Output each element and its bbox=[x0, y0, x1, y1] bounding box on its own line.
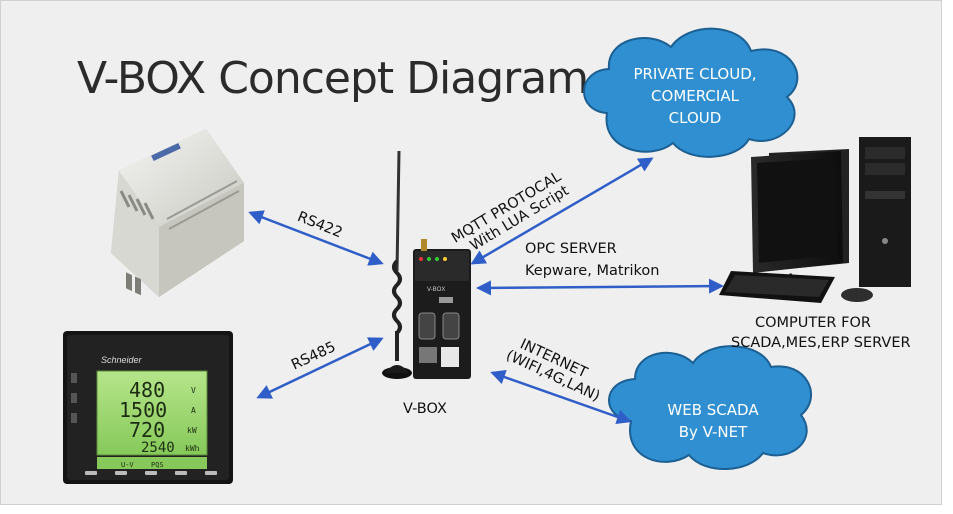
private-cloud-line2: COMERCIAL bbox=[651, 87, 739, 105]
meter-reading-2: 1500 bbox=[119, 398, 167, 422]
mqtt-arrow bbox=[470, 157, 654, 265]
private-cloud-line1: PRIVATE CLOUD, bbox=[633, 65, 757, 83]
meter-button-1: U-V bbox=[121, 461, 134, 469]
opc-label-line1: OPC SERVER bbox=[525, 241, 617, 257]
meter-unit-3: kW bbox=[187, 426, 197, 435]
rs485-arrow bbox=[256, 337, 384, 399]
plc-device-image bbox=[111, 129, 244, 297]
meter-reading-1: 480 bbox=[129, 378, 165, 402]
meter-reading-3: 720 bbox=[129, 418, 165, 442]
diagram-slide: V-BOX Concept Diagram bbox=[0, 0, 942, 505]
web-scada-label: WEB SCADA By V-NET bbox=[633, 399, 793, 443]
meter-button-2: PQS bbox=[151, 461, 164, 469]
meter-brand-logo: Schneider bbox=[101, 355, 143, 365]
web-scada-cloud-shape bbox=[608, 345, 812, 470]
vbox-brand-text: V-BOX bbox=[427, 287, 445, 293]
page-title: V-BOX Concept Diagram bbox=[77, 53, 589, 104]
diagram-graphics: 480 1500 720 2540 V A kW kWh U-V PQS Sch… bbox=[63, 27, 911, 484]
vbox-device-image bbox=[382, 150, 471, 379]
private-cloud-line3: CLOUD bbox=[668, 109, 722, 127]
power-meter-image bbox=[63, 331, 233, 484]
private-cloud-shape bbox=[583, 27, 799, 158]
web-scada-line2: By V-NET bbox=[678, 423, 748, 441]
meter-unit-2: A bbox=[191, 406, 196, 415]
meter-reading-4: 2540 bbox=[141, 440, 175, 456]
vbox-label: V-BOX bbox=[403, 401, 447, 417]
meter-readings: 480 1500 720 2540 V A kW kWh U-V PQS bbox=[119, 378, 200, 469]
web-scada-line1: WEB SCADA bbox=[667, 401, 759, 419]
meter-unit-4: kWh bbox=[185, 444, 200, 453]
internet-arrow bbox=[490, 369, 632, 425]
opc-label-line2: Kepware, Matrikon bbox=[525, 263, 660, 279]
computer-label-line2: SCADA,MES,ERP SERVER bbox=[731, 335, 911, 351]
opc-arrow bbox=[476, 278, 724, 296]
computer-label-line1: COMPUTER FOR bbox=[755, 315, 871, 331]
rs422-arrow bbox=[248, 210, 384, 266]
private-cloud-label: PRIVATE CLOUD, COMERCIAL CLOUD bbox=[615, 63, 775, 129]
computer-image bbox=[719, 137, 911, 303]
meter-unit-1: V bbox=[191, 386, 196, 395]
